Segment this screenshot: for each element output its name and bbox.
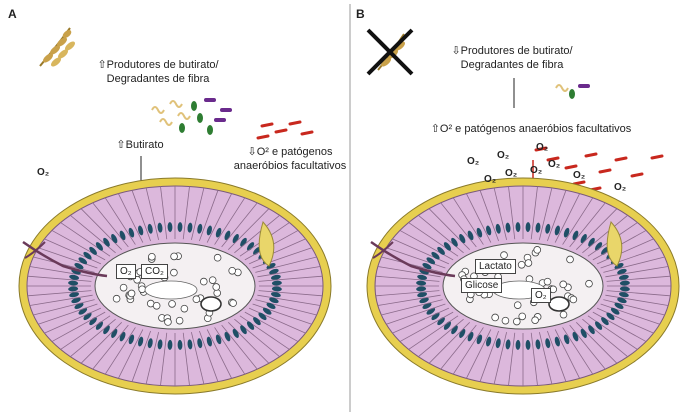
panel-a-butyrate-label: ⇧Butirato bbox=[116, 139, 164, 151]
panel-b-letter: B bbox=[356, 7, 365, 21]
panel-a-o2-box: O₂ bbox=[116, 264, 136, 279]
panel-a-pathogens-line2: anaeróbios facultativos bbox=[233, 160, 347, 172]
panel-a-o2-lumen: O₂ bbox=[37, 167, 50, 178]
panel-b-o2-label: O₂ bbox=[614, 182, 627, 193]
pathogens-right bbox=[534, 146, 664, 192]
panel-b-o2-label: O₂ bbox=[573, 170, 586, 181]
panel-b-o2-label: O₂ bbox=[548, 159, 561, 170]
panel-b-o2-box: O₂ bbox=[531, 288, 551, 303]
panel-a-producers-line1: ⇧Produtores de butirato/ bbox=[97, 59, 219, 71]
panel-a-letter: A bbox=[8, 7, 17, 21]
panel-b-producers-line2: Degradantes de fibra bbox=[460, 59, 564, 71]
panel-b-o2-label: O₂ bbox=[505, 168, 518, 179]
panel-b-producers-line1: ⇩Produtores de butirato/ bbox=[451, 45, 573, 57]
panel-b-glucose-box: Glicose bbox=[461, 278, 503, 293]
intestine-section-left bbox=[18, 177, 332, 395]
panel-b-o2-label: O₂ bbox=[497, 150, 510, 161]
panel-b-o2-label: O₂ bbox=[536, 142, 549, 153]
panel-b-o2-label: O₂ bbox=[530, 165, 543, 176]
panel-a-pathogens-line1: ⇩O² e patógenos bbox=[247, 146, 333, 158]
panel-a-producers-line2: Degradantes de fibra bbox=[106, 73, 210, 85]
panel-b-o2-label: O₂ bbox=[484, 174, 497, 185]
wheat-icon bbox=[39, 27, 75, 67]
panel-a-co2-box: CO₂ bbox=[141, 264, 168, 279]
panel-b-pathogens-label: ⇧O² e patógenos anaeróbios facultativos bbox=[430, 123, 632, 135]
panel-b-o2-label: O₂ bbox=[467, 156, 480, 167]
intestine-section-right bbox=[366, 177, 680, 395]
pathogens-left bbox=[256, 120, 314, 140]
bacteria-cluster-right bbox=[555, 84, 590, 99]
wheat-crossed-icon bbox=[366, 28, 414, 76]
bacteria-cluster-left bbox=[151, 98, 232, 135]
panel-b-lactate-box: Lactato bbox=[475, 259, 516, 274]
